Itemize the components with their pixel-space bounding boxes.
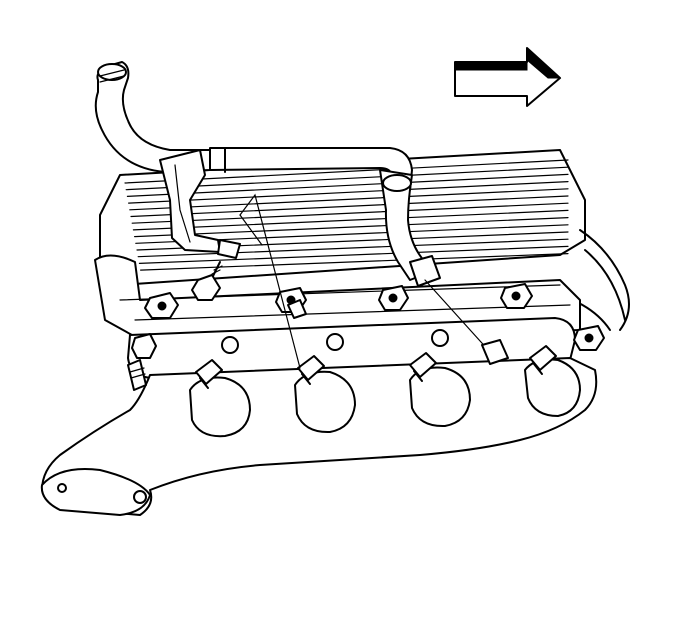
valve-cover-rib — [126, 173, 569, 197]
manifold-bolt-5 — [573, 325, 605, 351]
manifold-bolt-4 — [500, 283, 533, 309]
spark-plug-4 — [529, 345, 557, 375]
manifold-bolts — [131, 283, 605, 359]
manifold-bolt-3 — [378, 285, 409, 311]
spark-plug-2 — [297, 355, 325, 385]
pipe-bracket — [159, 149, 241, 259]
valve-cover-rib — [129, 188, 569, 211]
valve-cover-rib — [140, 253, 569, 271]
valve-cover-rib — [137, 238, 569, 258]
direction-arrow-icon — [454, 46, 562, 107]
oxygen-sensor — [127, 359, 147, 391]
bracket-bolt — [191, 261, 223, 301]
valve-cover-rib — [130, 195, 569, 218]
valve-cover-rib — [125, 166, 569, 191]
crossover-pipe — [94, 61, 441, 287]
installation-guide-lines — [239, 193, 509, 369]
spark-plug-3 — [409, 352, 437, 382]
manifold-bolt-1 — [144, 292, 179, 319]
valve-cover-rib — [128, 181, 569, 204]
spark-plug-1 — [195, 359, 223, 389]
valve-cover-rib — [138, 245, 569, 264]
manifold-bolt-6 — [131, 333, 157, 359]
spark-plugs — [195, 345, 557, 389]
valve-cover-rib — [134, 217, 569, 238]
valve-cover-rib — [131, 202, 569, 224]
valve-cover-rib — [132, 209, 569, 231]
exhaust-manifold — [40, 357, 598, 516]
